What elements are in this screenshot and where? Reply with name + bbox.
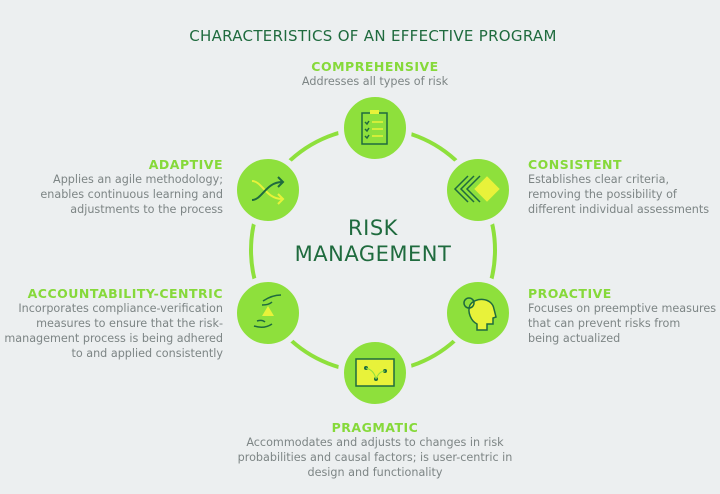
item-desc: being actualized [528,332,621,345]
item-desc: Incorporates compliance-verification [18,302,223,315]
item-desc: Focuses on preemptive measures [528,302,717,315]
shuffle-arrows-icon [251,176,285,205]
item-consistent: CONSISTENT Establishes clear criteria, r… [528,157,709,217]
item-desc: Applies an agile methodology; [53,173,223,186]
item-proactive: PROACTIVE Focuses on preemptive measures… [528,286,716,346]
item-accountability: ACCOUNTABILITY-CENTRIC Incorporates comp… [4,286,223,361]
center-label: RISK MANAGEMENT [280,215,466,267]
center-line-2: MANAGEMENT [294,242,452,266]
item-desc: enables continuous learning and [40,188,223,201]
item-desc: probabilities and causal factors; is use… [237,451,513,464]
strategy-board-icon [355,358,395,387]
clipboard-checklist-icon [361,110,388,145]
item-desc: to and applied consistently [71,347,223,360]
item-desc: management process is being adhered [4,332,223,345]
item-heading: PRAGMATIC [331,420,419,435]
item-desc: adjustments to the process [70,203,223,216]
hands-warning-icon [253,294,282,329]
node-adaptive [231,153,305,227]
item-heading: ADAPTIVE [148,157,223,172]
item-desc: that can prevent risks from [528,317,681,330]
item-heading: CONSISTENT [528,157,622,172]
center-line-1: RISK [348,216,398,240]
item-desc: removing the possibility of [528,188,677,201]
item-adaptive: ADAPTIVE Applies an agile methodology; e… [40,157,223,217]
item-desc: Establishes clear criteria, [528,173,670,186]
head-refresh-icon [463,297,497,331]
item-heading: ACCOUNTABILITY-CENTRIC [27,286,223,301]
item-heading: COMPREHENSIVE [311,59,439,74]
item-comprehensive: COMPREHENSIVE Addresses all types of ris… [275,59,475,89]
item-desc: different individual assessments [528,203,710,216]
item-heading: PROACTIVE [528,286,612,301]
item-desc: Accommodates and adjusts to changes in r… [246,436,504,449]
item-desc: Addresses all types of risk [301,75,449,88]
layered-diamonds-icon [453,175,500,203]
item-pragmatic: PRAGMATIC Accommodates and adjusts to ch… [200,420,550,480]
item-desc: measures to ensure that the risk- [36,317,223,330]
item-desc: design and functionality [307,466,443,479]
page-title: CHARACTERISTICS OF AN EFFECTIVE PROGRAM [189,27,557,45]
node-comprehensive [338,91,412,165]
